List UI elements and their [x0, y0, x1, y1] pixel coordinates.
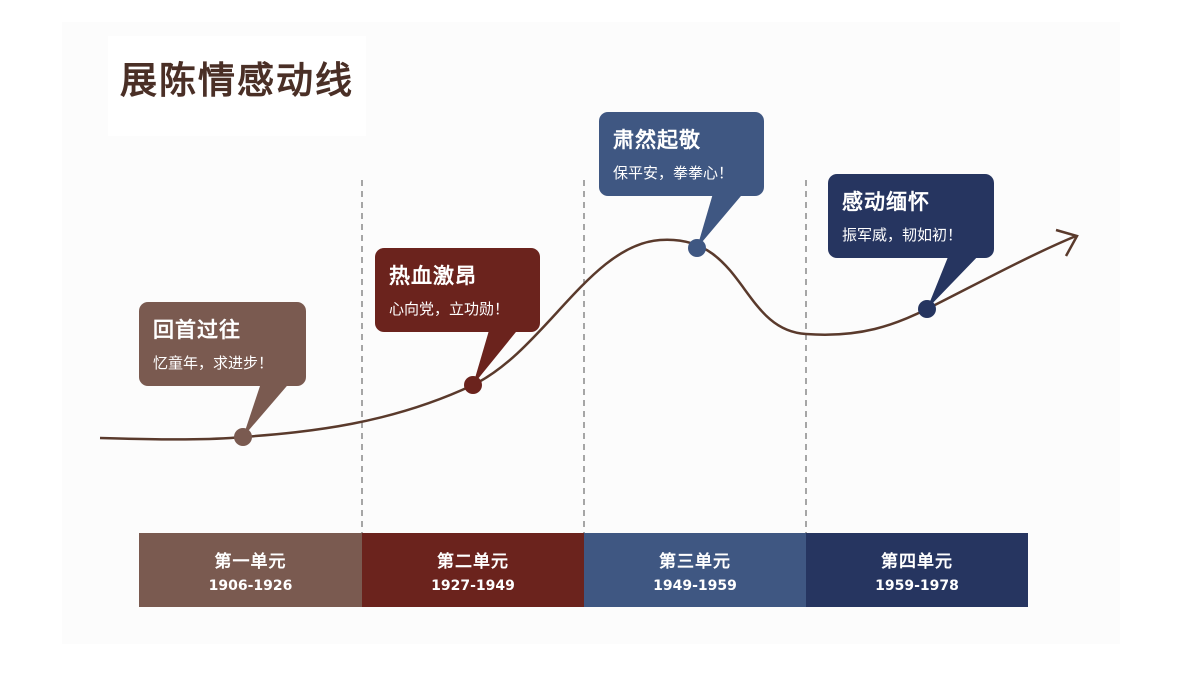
- curve-node-4: [918, 300, 936, 318]
- callout-subtitle: 心向党，立功勋！: [389, 300, 510, 318]
- unit-label: 第二单元: [437, 552, 509, 572]
- curve-node-1: [234, 428, 252, 446]
- unit-label: 第三单元: [659, 552, 731, 572]
- callout-pointer-3: [697, 190, 746, 248]
- callout-pointer-2: [473, 327, 520, 385]
- title-backdrop: [108, 36, 366, 136]
- callout-unit-1: 回首过往 忆童年，求进步！: [139, 302, 306, 386]
- unit-bar-3: 第三单元 1949-1959: [584, 533, 806, 607]
- callout-pointer-4: [927, 252, 982, 309]
- curve-arrowhead-icon: [1055, 228, 1079, 257]
- callout-pointer-1: [243, 380, 292, 437]
- callout-subtitle: 保平安，拳拳心！: [613, 164, 734, 182]
- unit-years: 1959-1978: [875, 578, 959, 594]
- unit-years: 1906-1926: [208, 578, 293, 594]
- callout-unit-4: 感动缅怀 振军威，韧如初！: [828, 174, 994, 258]
- page-title: 展陈情感动线: [120, 59, 354, 102]
- curve-node-3: [688, 239, 706, 257]
- callout-title: 肃然起敬: [613, 128, 701, 152]
- unit-years: 1927-1949: [431, 578, 515, 594]
- unit-label: 第一单元: [214, 552, 287, 572]
- callout-title: 热血激昂: [389, 264, 477, 288]
- callout-title: 感动缅怀: [842, 190, 930, 214]
- unit-bar-2: 第二单元 1927-1949: [362, 533, 584, 607]
- callout-title: 回首过往: [153, 318, 241, 342]
- callout-unit-2: 热血激昂 心向党，立功勋！: [375, 248, 540, 332]
- unit-bar-1: 第一单元 1906-1926: [139, 533, 362, 607]
- unit-label: 第四单元: [881, 552, 953, 572]
- curve-node-2: [464, 376, 482, 394]
- unit-years: 1949-1959: [653, 578, 737, 594]
- callout-subtitle: 振军威，韧如初！: [842, 226, 963, 244]
- callout-unit-3: 肃然起敬 保平安，拳拳心！: [599, 112, 764, 196]
- unit-bar-4: 第四单元 1959-1978: [806, 533, 1028, 607]
- callout-subtitle: 忆童年，求进步！: [153, 354, 274, 372]
